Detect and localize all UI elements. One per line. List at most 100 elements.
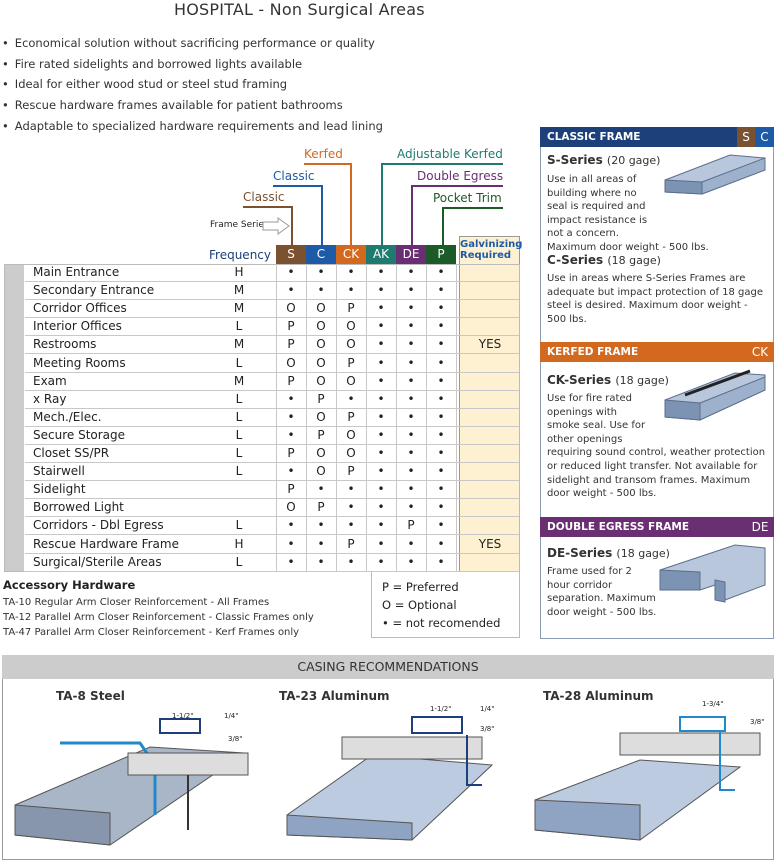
row-frequency: L [235,319,243,334]
de-series-text: Frame used for 2 hour corridor separatio… [547,566,657,618]
table-cell: • [287,554,295,569]
table-cell: O [346,446,356,460]
table-cell: • [347,482,355,497]
table-cell: P [347,301,355,316]
dim-label: 3/8" [750,718,765,726]
casing-header: CASING RECOMMENDATIONS [2,655,774,679]
list-item: Fire rated sidelights and borrowed light… [2,54,383,75]
list-item: TA-47 Parallel Arm Closer Reinforcement … [3,626,300,638]
table-cell: • [407,554,415,569]
table-cell: • [407,536,415,551]
pocket-trim-label: Pocket Trim [433,191,502,205]
table-cell: • [407,500,415,515]
table-cell: O [316,373,326,388]
table-cell: O [286,355,296,370]
table-cell: • [377,355,385,370]
col-header-c: C [306,245,336,264]
table-cell: O [316,409,326,424]
row-label: Secure Storage [33,427,126,442]
s-series-frame-image [664,154,766,195]
column-divider [426,264,427,572]
table-cell: • [437,337,445,352]
table-cell: • [317,283,325,298]
classic-s-label: Classic [243,190,285,204]
table-cell: • [377,500,385,515]
table-cell: P [347,355,355,370]
row-frequency: L [235,427,243,442]
casing-label-ta8: TA-8 Steel [56,689,125,703]
galvanizing-header: Galvinizing Required [460,239,523,261]
table-cell: • [437,427,445,442]
table-cell: • [407,373,415,388]
row-label: Closet SS/PR [33,446,110,460]
table-cell: • [377,536,385,551]
table-cell: O [346,319,356,334]
ta23-casing-drawing [286,716,494,841]
row-label: Main Entrance [33,265,120,279]
row-frequency: M [233,301,245,316]
table-cell: O [316,319,326,334]
s-series-title: S-Series (20 gage) [547,153,661,167]
column-divider [276,264,277,572]
row-label: Secondary Entrance [33,283,155,298]
tag-ck: CK [751,345,769,359]
table-cell: P [287,482,295,497]
col-header-ck: CK [336,245,366,264]
galvanizing-cell: YES [478,536,502,551]
table-cell: O [316,355,326,370]
table-cell: • [437,554,445,569]
feature-list: Economical solution without sacrificing … [2,33,383,137]
accessory-list: TA-10 Regular Arm Closer Reinforcement -… [3,596,314,640]
table-cell: • [377,464,385,479]
table-cell: • [437,518,445,533]
table-cell: • [407,283,415,298]
table-cell: • [317,265,325,279]
classic-c-connector [273,185,323,187]
row-label: Interior Offices [33,319,122,334]
table-cell: • [287,409,295,424]
table-cell: • [437,500,445,515]
row-frequency: M [233,373,245,388]
table-cell: P [317,391,325,406]
frequency-header: Frequency [209,248,271,262]
table-cell: • [407,446,415,460]
table-cell: P [287,446,295,460]
adjustable-kerfed-connector [381,163,383,245]
casing-label-ta23: TA-23 Aluminum [279,689,390,703]
kerfed-frame-bar: KERFED FRAME CK [540,342,774,362]
row-label: Exam [33,373,67,388]
table-cell: • [287,518,295,533]
table-cell: P [287,319,295,334]
kerfed-connector [304,163,352,165]
list-item: Economical solution without sacrificing … [2,33,383,54]
de-series-title: DE-Series (18 gage) [547,546,670,560]
table-cell: • [377,301,385,316]
table-cell: P [287,373,295,388]
row-frequency: M [233,337,245,352]
table-cell: P [347,464,355,479]
table-cell: • [407,482,415,497]
row-frequency: M [233,283,245,298]
ck-series-frame-image [664,369,766,421]
table-cell: P [317,427,325,442]
row-label: Surgical/Sterile Areas [33,554,162,569]
ck-series-text: Use for fire rated openings with smoke s… [547,392,769,501]
table-cell: • [377,283,385,298]
row-label: Restrooms [33,337,97,352]
ck-series-title: CK-Series (18 gage) [547,373,669,387]
double-egress-frame-bar: DOUBLE EGRESS FRAME DE [540,517,774,537]
table-cell: • [407,391,415,406]
col-header-s: S [276,245,306,264]
classic-s-connector [291,206,293,245]
col-header-de: DE [396,245,426,264]
kerfed-connector [350,163,352,245]
row-frequency: L [235,554,243,569]
